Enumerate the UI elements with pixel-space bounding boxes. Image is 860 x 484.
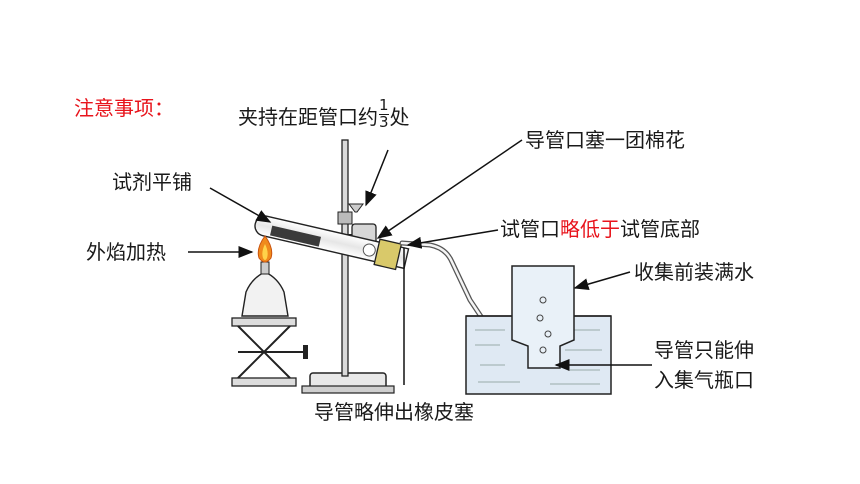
clamp-text-end: 处 [389,104,410,129]
label-cotton: 导管口塞一团棉花 [525,128,685,152]
label-fill-water: 收集前装满水 [634,260,754,284]
mouth-text-emphasis: 略低于 [560,217,620,241]
label-tube-mouth: 试管口略低于试管底部 [500,219,700,239]
cotton-wool [362,243,376,257]
test-tube [254,215,410,271]
label-reagent: 试剂平铺 [112,170,192,194]
iron-stand [301,139,395,394]
alcohol-lamp [241,235,289,317]
clamp-text: 夹持在距管口约 [238,104,378,129]
annotation-arrows [188,139,652,385]
reagent-powder [270,225,321,247]
lab-jack [231,317,308,387]
label-tube-only-1: 导管只能伸 [654,338,754,362]
notes-title: 注意事项： [74,96,174,120]
label-tube-extend: 导管略伸出橡皮塞 [314,400,474,424]
mouth-text-c: 试管底部 [620,217,700,241]
mouth-text-a: 试管口 [500,217,560,241]
rubber-stopper [373,238,403,271]
label-tube-only-2: 入集气瓶口 [654,368,754,392]
label-flame: 外焰加热 [86,240,166,264]
fraction-denominator: 3 [379,112,389,131]
fraction-numerator: 1 [379,96,389,114]
